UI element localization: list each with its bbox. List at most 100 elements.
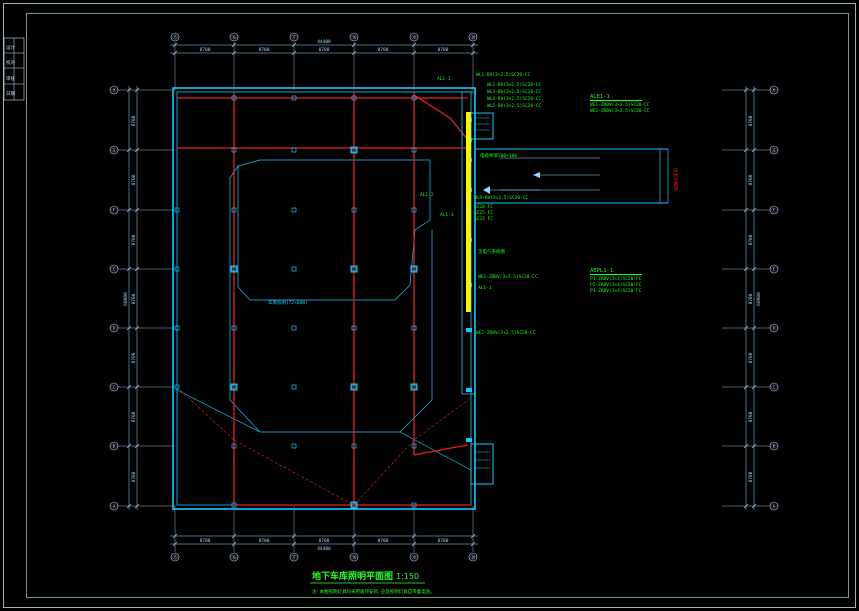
axis-bubble-bottom-6 [468, 552, 478, 562]
dim-tick [134, 207, 140, 213]
junction-box [466, 438, 472, 442]
light-fixture [174, 325, 180, 331]
dimension-texts: 44400 8700 8700 8700 8700 8700 8700 8700… [123, 39, 762, 552]
axis-bubble-bottom-4-label: ⑱ [351, 554, 356, 561]
inner-wall [176, 91, 472, 506]
lower-panel-title: AEPL1-1 [590, 268, 613, 274]
dim-right-span-5: 8700 [748, 352, 754, 363]
axis-bubble-left-2-label: Ⓖ [111, 147, 116, 154]
dim-tick [134, 87, 140, 93]
axis-bubble-bottom-5-label: ⑲ [411, 554, 416, 561]
axis-bubble-top-6 [468, 32, 478, 42]
dim-left-span-4: 8700 [131, 293, 137, 304]
dim-bottom-span-4: 8700 [378, 538, 389, 544]
dim-tick [751, 266, 757, 272]
dim-left-span-1: 8700 [131, 115, 137, 126]
title-block-row-3: 审核 [6, 75, 15, 82]
dim-tick [126, 266, 132, 272]
dim-tick [126, 503, 132, 509]
lower-panel-line-1: P1-ZRBV(3×4)SC20-FC [590, 276, 642, 282]
label-ctrl-a: SC20 FC [474, 204, 493, 210]
axis-bubble-right-7-label: Ⓑ [771, 443, 776, 450]
dim-right-texts: 8700 8700 8700 8700 8700 8700 8700 60900 [748, 115, 762, 482]
light-fixture [411, 207, 417, 213]
axis-bubble-top-5 [409, 32, 419, 42]
light-fixture [291, 207, 297, 213]
junction-box [466, 388, 472, 392]
dim-right-span-3: 8700 [748, 234, 754, 245]
dim-tick [134, 147, 140, 153]
axis-bubble-bottom-6-label: ⑳ [470, 554, 475, 561]
dim-right-span-1: 8700 [748, 115, 754, 126]
light-fixture [411, 443, 417, 449]
label-panel-al3: AL1-3 [440, 212, 454, 218]
axis-bubble-left-6 [109, 382, 119, 392]
axis-bubble-left-2 [109, 145, 119, 155]
axis-bubble-top-1 [170, 32, 180, 42]
light-fixture [174, 266, 180, 272]
light-fixture [351, 147, 357, 153]
light-fixture [231, 207, 237, 213]
dim-tick [134, 325, 140, 331]
dim-tick [126, 87, 132, 93]
title-block: 设计 校对 审核 日期 [3, 37, 25, 101]
axis-bubble-left-8 [109, 501, 119, 511]
axis-bubble-left-3 [109, 205, 119, 215]
dim-tick [470, 50, 476, 56]
right-external-note: 接室外照明 [672, 168, 679, 191]
axis-bubble-right-5-label: Ⓓ [771, 325, 776, 332]
title-block-row-1: 设计 [6, 44, 15, 51]
light-fixture [291, 384, 297, 390]
dim-tick [231, 42, 237, 48]
label-panel-al1: AL1-1 [437, 76, 451, 82]
dim-tick [751, 443, 757, 449]
upper-panel-underline [590, 100, 642, 101]
light-fixture [231, 325, 237, 331]
light-fixture-large [350, 265, 358, 273]
dim-top-total: 44400 [317, 39, 331, 45]
dim-right-span-4: 8700 [748, 293, 754, 304]
sheet-frame-inner [26, 13, 849, 598]
axis-bubble-left-4 [109, 264, 119, 274]
axis-bubble-left-5 [109, 323, 119, 333]
axis-bubble-right-6-label: Ⓒ [771, 384, 776, 391]
sheet-frame-outer [3, 3, 856, 608]
axis-bubble-left-1 [109, 85, 119, 95]
axis-bubble-right-1 [769, 85, 779, 95]
dim-bottom-span-1: 8700 [200, 538, 211, 544]
axis-bubble-right-6 [769, 382, 779, 392]
dim-right-total: 60900 [756, 292, 762, 306]
dim-tick [743, 443, 749, 449]
dim-right-span-7: 8700 [748, 471, 754, 482]
dim-tick [743, 384, 749, 390]
title-block-row-4: 日期 [6, 91, 15, 97]
label-wl4: WL4-BV(3×2.5)SC20-CC [487, 96, 541, 102]
axis-bubble-top-3-label: ⑰ [291, 34, 296, 41]
axis-bubble-bottom-4 [349, 552, 359, 562]
dim-tick [126, 325, 132, 331]
drawing-note: 注: 本图照明灯具均采用吸顶安装, 应急照明灯具自带蓄电池。 [312, 588, 435, 595]
light-fixture [174, 384, 180, 390]
axis-bubble-bottom-2-label: ⑯ [231, 554, 236, 561]
light-fixture [351, 502, 357, 508]
dim-right-span-6: 8700 [748, 411, 754, 422]
dim-left-texts: 8700 8700 8700 8700 8700 8700 8700 60900 [123, 115, 137, 482]
drawing-title-block: 地下车库照明平面图 1:150 注: 本图照明灯具均采用吸顶安装, 应急照明灯具… [310, 570, 435, 595]
axis-bubble-bottom-2 [229, 552, 239, 562]
axis-bubble-top-6-label: ⑳ [470, 34, 475, 41]
axis-bubble-left-6-label: Ⓒ [111, 384, 116, 391]
dim-tick [291, 533, 297, 539]
dim-bottom-span-3: 8700 [319, 538, 330, 544]
green-annotations: AL1-1 WL1-BV(3×2.5)SC20-CC WL2-BV(3×2.5)… [420, 72, 650, 336]
dim-top-span-5: 8700 [438, 47, 449, 53]
dim-tick [126, 443, 132, 449]
light-fixture-large [350, 501, 358, 509]
label-wl-emerg2: WE2-ZRBV(3×2.5)SC20-CC [476, 330, 536, 336]
dim-tick [351, 50, 357, 56]
light-fixture [291, 95, 297, 101]
light-fixture [411, 266, 417, 272]
axis-bubble-top-2 [229, 32, 239, 42]
light-fixtures [174, 95, 472, 509]
dim-tick [751, 207, 757, 213]
axis-bubble-right-4-label: Ⓔ [771, 266, 776, 273]
